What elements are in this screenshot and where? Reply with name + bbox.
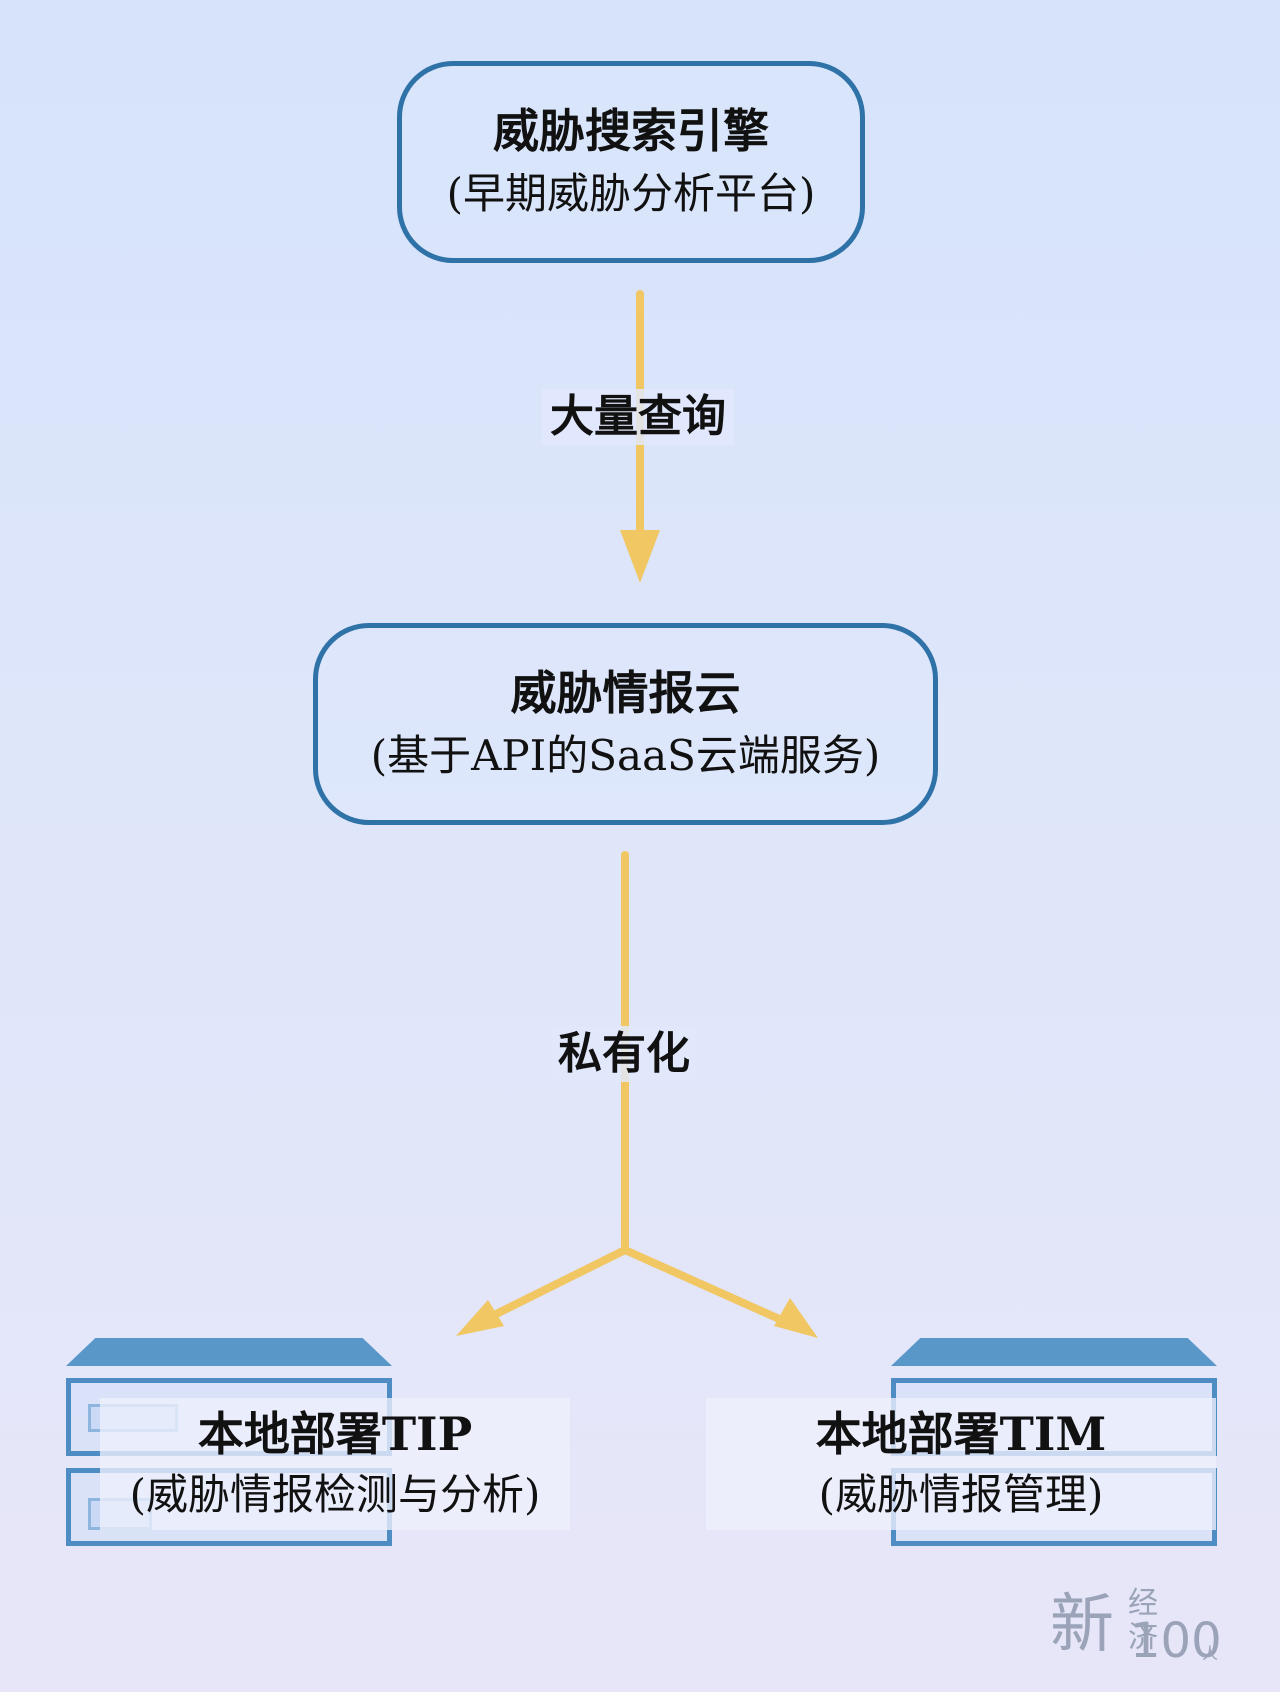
node-title: 本地部署TIP: [197, 1407, 473, 1461]
arrow-tip-head: [456, 1300, 504, 1336]
node-subtitle: (威胁情报管理): [818, 1470, 1104, 1519]
logo-number: 100: [1130, 1613, 1222, 1669]
node-title: 威胁情报云: [510, 666, 741, 720]
logo-main: 新: [1050, 1588, 1114, 1662]
edge-label-privatize: 私有化: [550, 1026, 698, 1082]
server-roof: [66, 1338, 392, 1366]
arrow-to-tim-line: [621, 1246, 790, 1326]
node-subtitle: (基于API的SaaS云端服务): [370, 731, 881, 780]
threat-search-engine-node: 威胁搜索引擎 (早期威胁分析平台): [397, 61, 865, 263]
threat-intel-cloud-node: 威胁情报云 (基于API的SaaS云端服务): [313, 623, 938, 825]
arrow-query-head: [620, 530, 660, 583]
node-title: 本地部署TIM: [815, 1407, 1107, 1461]
arrow-to-tip-line: [476, 1246, 629, 1326]
node-title: 威胁搜索引擎: [493, 104, 769, 158]
node-subtitle: (早期威胁分析平台): [446, 169, 816, 218]
local-tim-node: 本地部署TIM (威胁情报管理): [706, 1398, 1216, 1530]
local-tip-node: 本地部署TIP (威胁情报检测与分析): [100, 1398, 570, 1530]
server-roof: [891, 1338, 1217, 1366]
logo-suffix: 人: [1202, 1644, 1219, 1663]
arrow-tim-head: [774, 1298, 818, 1338]
logo-top: 经济: [1128, 1586, 1158, 1655]
edge-label-query: 大量查询: [542, 389, 734, 445]
node-subtitle: (威胁情报检测与分析): [129, 1470, 541, 1519]
